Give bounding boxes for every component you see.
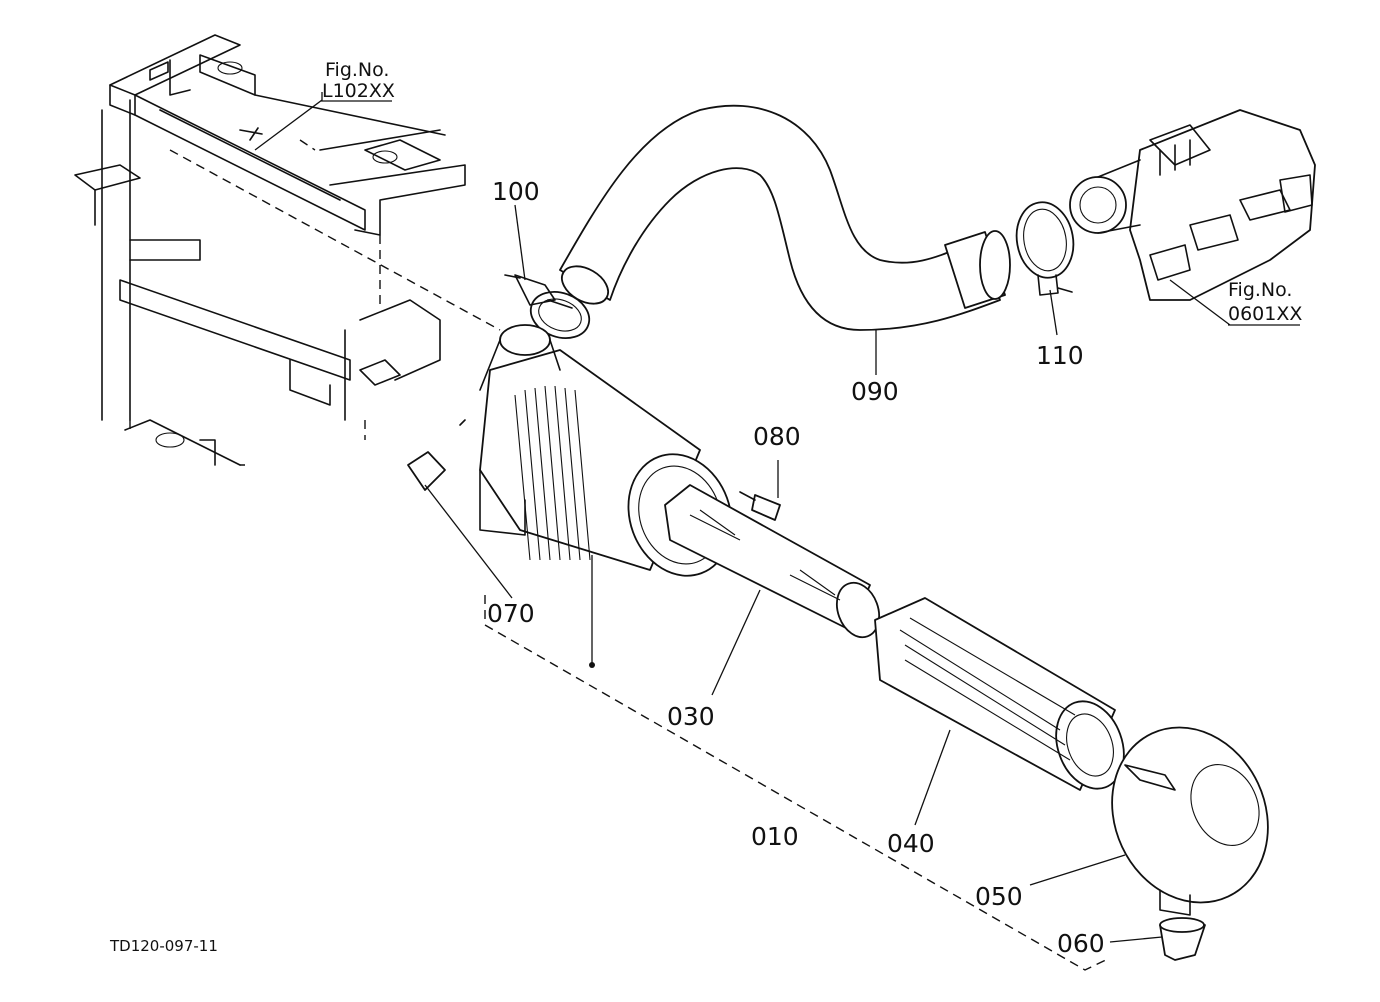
callout-110: 110: [1036, 341, 1084, 370]
reference-fig-label: Fig.No.: [325, 59, 389, 81]
cover-assembly: [1111, 726, 1269, 916]
evacuator-valve: [1159, 917, 1206, 961]
main-element: [874, 597, 1125, 791]
air-cleaner-body: [459, 324, 733, 668]
callout-070: 070: [487, 599, 535, 628]
leader-lines: [254, 92, 1300, 971]
drawing-code: TD120-097-11: [109, 937, 218, 955]
reference-fig-number: L102XX: [322, 80, 395, 102]
callout-060: 060: [1057, 929, 1105, 958]
callout-090: 090: [851, 377, 899, 406]
bolt-080: [739, 491, 781, 521]
callout-050: 050: [975, 882, 1023, 911]
reference-0601xx: Fig.No. 0601XX: [1228, 279, 1302, 325]
safety-element: [664, 484, 880, 639]
rubber-mount-070: [407, 451, 446, 491]
reference-fig-label: Fig.No.: [1228, 279, 1292, 301]
reference-fig-number: 0601XX: [1228, 303, 1302, 325]
callout-030: 030: [667, 702, 715, 731]
reference-l102xx: Fig.No. L102XX: [322, 59, 395, 102]
callout-010: 010: [751, 822, 799, 851]
hose-clamp-110: [1015, 201, 1075, 296]
callout-040: 040: [887, 829, 935, 858]
hose-clamp-100: [504, 274, 591, 339]
callout-100: 100: [492, 177, 540, 206]
intake-hose: [559, 104, 1011, 331]
frame-assembly: [74, 34, 501, 466]
callout-080: 080: [753, 422, 801, 451]
intake-manifold: [1069, 109, 1316, 301]
